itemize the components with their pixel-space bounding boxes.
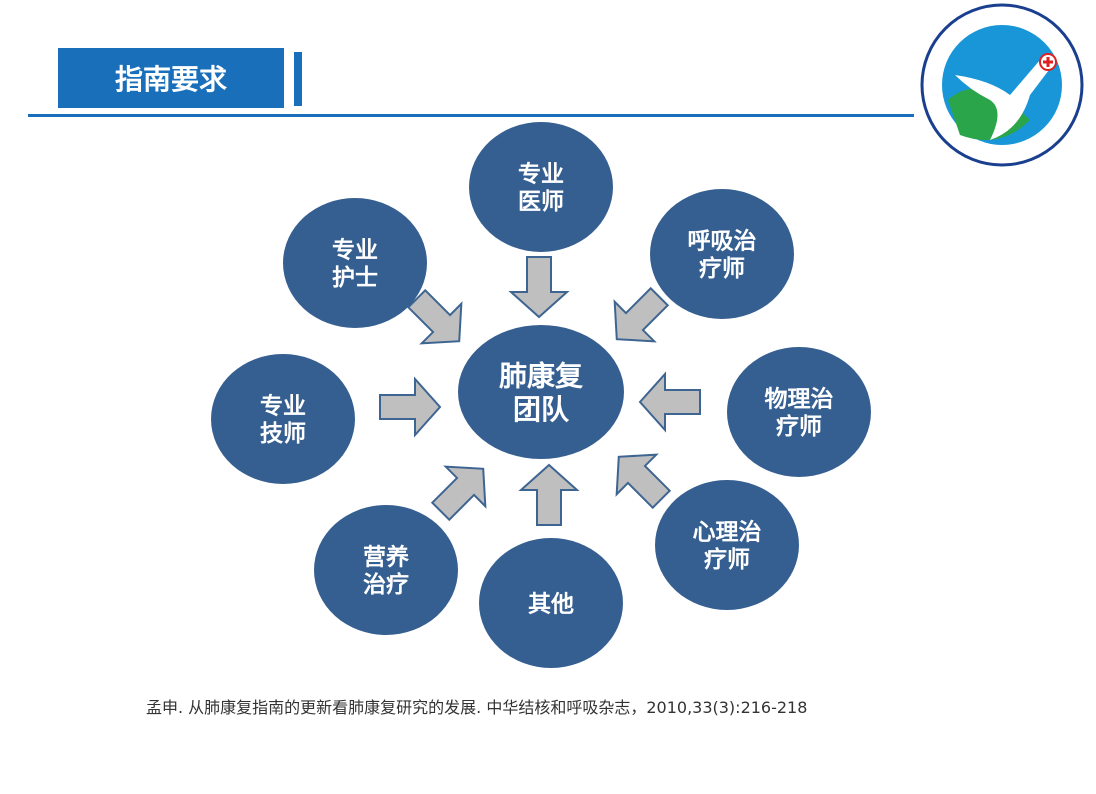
- arrow-icon: [638, 371, 701, 433]
- node-circle: [283, 198, 427, 328]
- node-label: 其他: [528, 591, 574, 617]
- reference-citation: 孟申. 从肺康复指南的更新看肺康复研究的发展. 中华结核和呼吸杂志，2010,3…: [146, 698, 808, 717]
- node-label: 护士: [332, 264, 378, 291]
- node-circle: [211, 354, 355, 484]
- node-circle: [479, 538, 623, 668]
- node-circle: [458, 325, 624, 459]
- node-label: 呼吸治: [688, 227, 757, 254]
- node-label: 心理治: [693, 518, 762, 545]
- node-circle: [727, 347, 871, 477]
- node-label: 疗师: [776, 413, 822, 440]
- arrow-icon: [613, 286, 670, 343]
- arrow-icon: [379, 376, 442, 438]
- hospital-logo: [920, 3, 1084, 167]
- page-title: 指南要求: [58, 48, 284, 108]
- node-label: 物理治: [765, 385, 834, 412]
- node-label: 肺康复: [499, 359, 583, 392]
- node-label: 专业: [332, 236, 378, 263]
- arrow-icon: [430, 465, 487, 522]
- arrow-icon: [615, 453, 672, 510]
- node-label: 疗师: [704, 546, 750, 573]
- node-label: 营养: [363, 543, 409, 570]
- arrow-icon: [518, 463, 580, 526]
- node-other: 其他: [479, 538, 623, 668]
- node-label: 医师: [518, 189, 564, 215]
- node-circle: [469, 122, 613, 252]
- node-label: 疗师: [699, 255, 745, 282]
- arrow-icon: [406, 288, 463, 345]
- node-label: 技师: [260, 421, 306, 447]
- node-label: 专业: [518, 160, 564, 187]
- arrow-icon: [508, 256, 570, 319]
- node-label: 治疗: [363, 571, 409, 598]
- node-circle: [655, 480, 799, 610]
- node-label: 专业: [260, 392, 306, 419]
- title-accent-bar: [294, 52, 302, 106]
- header-divider: [28, 114, 914, 117]
- node-label: 团队: [513, 393, 570, 426]
- node-circle: [650, 189, 794, 319]
- node-circle: [314, 505, 458, 635]
